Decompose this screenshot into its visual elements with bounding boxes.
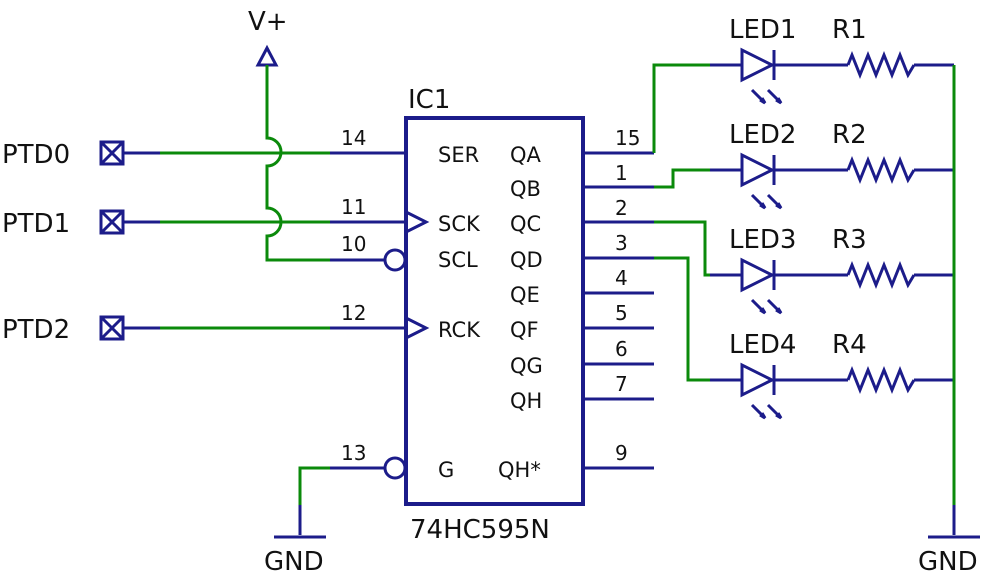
pin-name-ser: SER xyxy=(438,143,479,167)
wire-g-gnd xyxy=(298,466,330,505)
wire-qb-led2 xyxy=(654,168,710,189)
led3: LED3 xyxy=(710,225,810,315)
pin-4: 4 xyxy=(615,266,628,290)
led2: LED2 xyxy=(710,120,810,210)
led4: LED4 xyxy=(710,330,810,420)
pin-2: 2 xyxy=(615,196,628,220)
r2-label: R2 xyxy=(832,120,867,150)
ptd0-label: PTD0 xyxy=(2,140,70,170)
sck-clock-triangle xyxy=(405,210,430,234)
pin-9: 9 xyxy=(615,441,628,465)
pin-1: 1 xyxy=(615,161,628,185)
scl-inversion-bubble xyxy=(383,248,407,272)
pin-12: 12 xyxy=(341,301,366,325)
pin-name-scl: SCL xyxy=(438,248,478,272)
pin-13: 13 xyxy=(341,441,366,465)
r4-label: R4 xyxy=(832,330,867,360)
wire-qd-led4 xyxy=(654,256,710,382)
led1: LED1 xyxy=(710,15,810,105)
r1-label: R1 xyxy=(832,15,867,45)
pin-name-qd: QD xyxy=(510,248,543,272)
pin-name-qe: QE xyxy=(510,283,540,307)
pin-name-sck: SCK xyxy=(438,212,481,236)
ptd2-connector[interactable]: PTD2 xyxy=(2,315,160,345)
r1: R1 xyxy=(810,15,954,80)
wire-qa-led1 xyxy=(652,63,710,153)
vplus-symbol: V+ xyxy=(248,7,288,67)
vplus-label: V+ xyxy=(248,7,288,37)
pin-11: 11 xyxy=(341,195,366,219)
pin-name-qf: QF xyxy=(510,318,539,342)
pin-name-g: G xyxy=(438,458,454,482)
gnd-left-symbol: GND xyxy=(264,505,326,577)
led3-label: LED3 xyxy=(729,225,796,255)
led4-label: LED4 xyxy=(729,330,796,360)
ic-body xyxy=(404,116,585,506)
ptd1-label: PTD1 xyxy=(2,209,70,239)
gnd-right-symbol: GND xyxy=(918,505,980,577)
pin-14: 14 xyxy=(341,126,366,150)
pin-6: 6 xyxy=(615,337,628,361)
pin-name-qh: QH xyxy=(510,389,542,413)
rck-clock-triangle xyxy=(405,316,430,340)
r3-label: R3 xyxy=(832,225,867,255)
pin-name-qhs: QH* xyxy=(498,458,541,482)
led1-label: LED1 xyxy=(729,15,796,45)
pin-15: 15 xyxy=(615,126,640,150)
g-inversion-bubble xyxy=(383,456,407,480)
ptd0-connector[interactable]: PTD0 xyxy=(2,140,160,170)
pin-name-qg: QG xyxy=(510,354,543,378)
ptd2-label: PTD2 xyxy=(2,315,70,345)
gnd-left-label: GND xyxy=(264,547,324,577)
pin-10: 10 xyxy=(341,232,366,256)
vplus-wire xyxy=(265,65,386,262)
gnd-right-label: GND xyxy=(918,547,978,577)
r2: R2 xyxy=(810,120,954,185)
ptd1-connector[interactable]: PTD1 xyxy=(2,209,160,239)
pin-name-rck: RCK xyxy=(438,318,481,342)
r3: R3 xyxy=(810,225,954,290)
ic-name: IC1 xyxy=(408,85,450,115)
pin-7: 7 xyxy=(615,372,628,396)
pin-name-qa: QA xyxy=(510,143,542,167)
led2-label: LED2 xyxy=(729,120,796,150)
wire-qc-led3 xyxy=(654,220,710,277)
r4: R4 xyxy=(810,330,954,395)
ic-part: 74HC595N xyxy=(410,515,550,545)
pin-name-qb: QB xyxy=(510,177,541,201)
pin-5: 5 xyxy=(615,301,628,325)
pin-3: 3 xyxy=(615,231,628,255)
pin-name-qc: QC xyxy=(510,212,541,236)
